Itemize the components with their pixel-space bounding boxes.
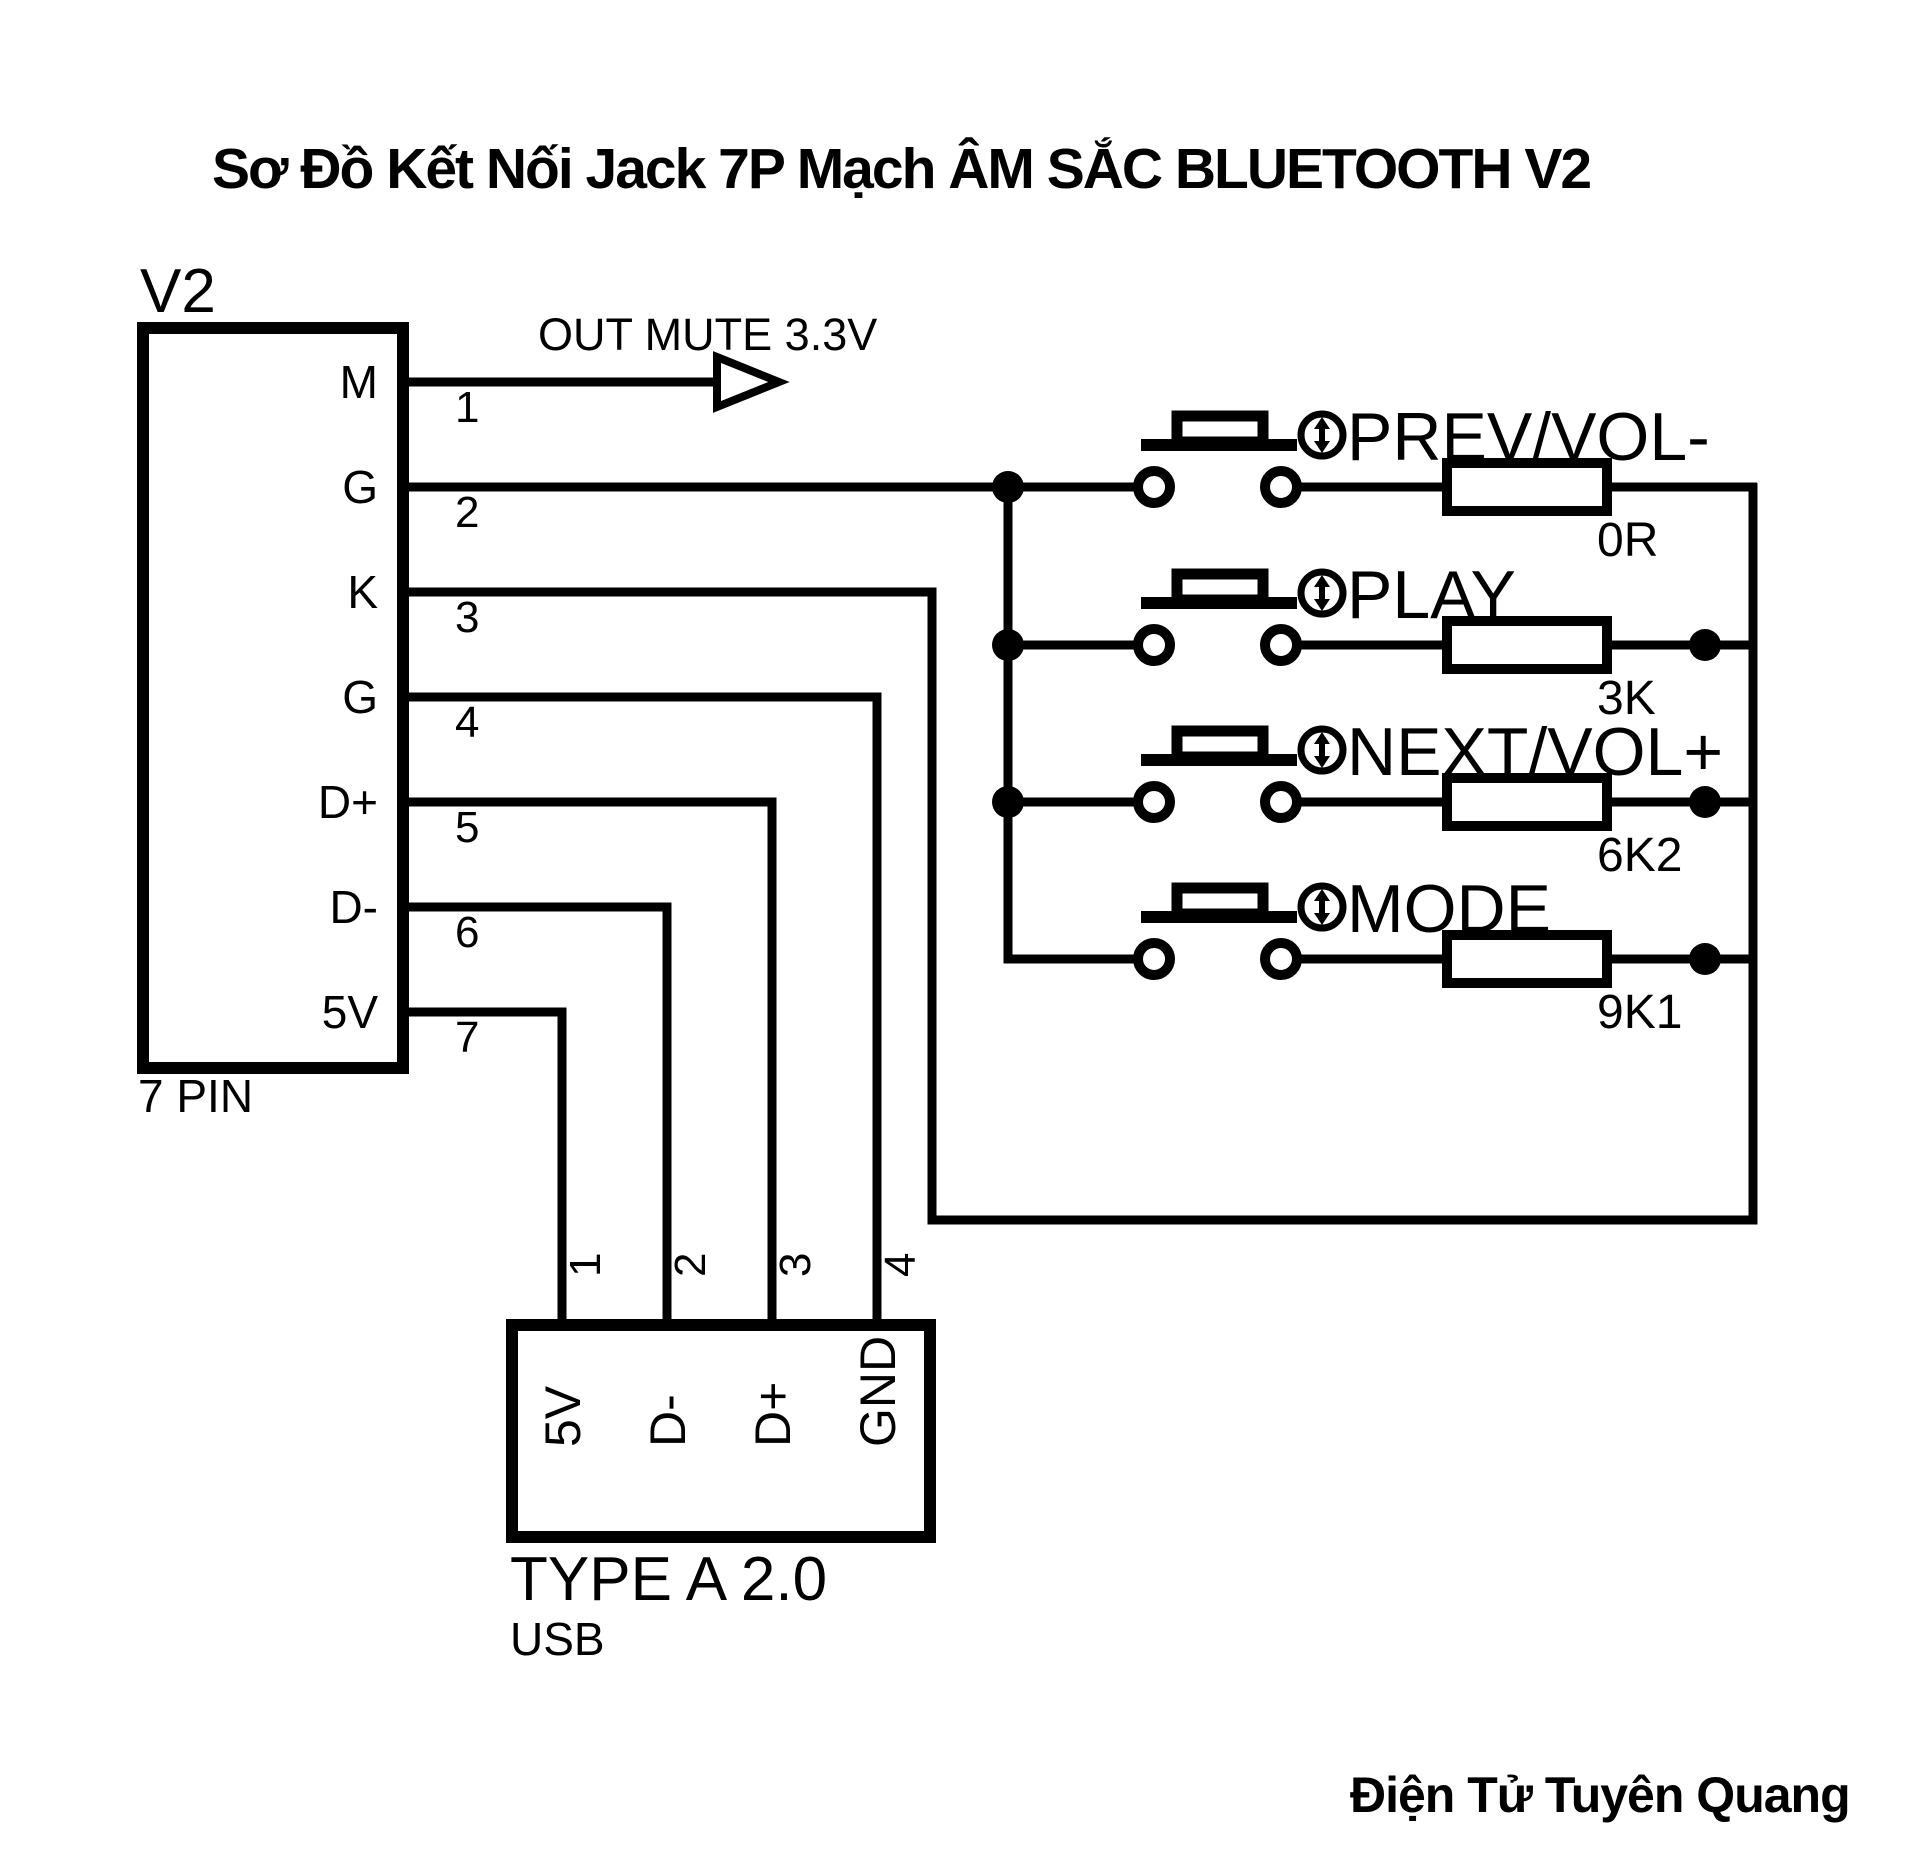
pin-4-name: G bbox=[342, 671, 378, 723]
module-name-label: V2 bbox=[140, 257, 216, 326]
junction-dot bbox=[1689, 943, 1721, 975]
pin-6-number: 6 bbox=[455, 908, 479, 957]
diagram-title: Sơ Đồ Kết Nối Jack 7P Mạch ÂM SẮC BLUETO… bbox=[212, 136, 1590, 201]
usb-pin-number-4: 4 bbox=[876, 1253, 925, 1277]
usb-box bbox=[506, 1319, 936, 1543]
pin-5-name: D+ bbox=[318, 776, 378, 828]
usb-pin-label-gnd: GND bbox=[850, 1336, 906, 1447]
pin-1-number: 1 bbox=[455, 383, 479, 432]
button-terminal-left bbox=[1133, 938, 1175, 980]
button-plunger bbox=[1171, 725, 1269, 763]
button-terminal-right bbox=[1260, 624, 1302, 666]
button-terminal-right bbox=[1260, 781, 1302, 823]
updown-arrow-icon bbox=[1297, 882, 1347, 932]
button-terminal-left bbox=[1133, 624, 1175, 666]
usb-pin-number-1: 1 bbox=[561, 1253, 610, 1277]
key-sense-line bbox=[400, 483, 1758, 1225]
module-pin-count-label: 7 PIN bbox=[138, 1070, 253, 1122]
button-label: MODE bbox=[1347, 871, 1551, 947]
button-label: PREV/VOL- bbox=[1347, 399, 1710, 475]
pin-5-number: 5 bbox=[455, 803, 479, 852]
button-terminal-right bbox=[1260, 938, 1302, 980]
button-plunger bbox=[1171, 882, 1269, 920]
pin-7-number: 7 bbox=[455, 1013, 479, 1062]
button-prev-vol-minus: PREV/VOL- 0R bbox=[1133, 399, 1757, 567]
resistor-value-label: 3K bbox=[1597, 672, 1656, 725]
usb-pin-number-2: 2 bbox=[666, 1253, 715, 1277]
updown-arrow-icon bbox=[1297, 410, 1347, 460]
pin-3-name: K bbox=[347, 566, 378, 618]
dplus-wire bbox=[400, 797, 777, 1331]
button-mode: MODE 9K1 bbox=[1133, 871, 1757, 1039]
button-label: NEXT/VOL+ bbox=[1347, 714, 1723, 790]
button-plunger bbox=[1171, 410, 1269, 448]
pin-1-name: M bbox=[340, 356, 378, 408]
resistor-body bbox=[1442, 616, 1612, 674]
junction-dot bbox=[1689, 786, 1721, 818]
button-label: PLAY bbox=[1347, 557, 1516, 633]
usb-sub-label: USB bbox=[510, 1613, 605, 1665]
mute-label: OUT MUTE 3.3V bbox=[538, 309, 877, 360]
credit-text: Điện Tử Tuyên Quang bbox=[1350, 1767, 1850, 1823]
pin-4-number: 4 bbox=[455, 698, 479, 747]
button-terminal-left bbox=[1133, 466, 1175, 508]
button-play: PLAY 3K bbox=[1133, 557, 1757, 725]
module-box bbox=[137, 322, 409, 1074]
resistor-value-label: 6K2 bbox=[1597, 829, 1682, 882]
button-next-vol-plus: NEXT/VOL+ 6K2 bbox=[1133, 714, 1757, 882]
resistor-value-label: 9K1 bbox=[1597, 986, 1682, 1039]
button-plunger bbox=[1171, 568, 1269, 606]
usb-pin-label-dminus: D- bbox=[640, 1394, 696, 1447]
button-terminal-left bbox=[1133, 781, 1175, 823]
dminus-wire bbox=[400, 902, 672, 1331]
usb-pin-label-5v: 5V bbox=[535, 1385, 591, 1447]
pin-6-name: D- bbox=[329, 881, 378, 933]
gnd-wire bbox=[400, 692, 882, 1331]
junction-dot bbox=[992, 471, 1024, 503]
junction-dot bbox=[1689, 629, 1721, 661]
usb-pin-label-dplus: D+ bbox=[745, 1382, 801, 1447]
usb-type-label: TYPE A 2.0 bbox=[510, 1545, 827, 1614]
pin-7-name: 5V bbox=[322, 986, 379, 1038]
resistor-value-label: 0R bbox=[1597, 514, 1658, 567]
pin-3-number: 3 bbox=[455, 593, 479, 642]
pin-2-name: G bbox=[342, 461, 378, 513]
updown-arrow-icon bbox=[1297, 725, 1347, 775]
usb-pin-number-3: 3 bbox=[771, 1253, 820, 1277]
updown-arrow-icon bbox=[1297, 568, 1347, 618]
button-terminal-right bbox=[1260, 466, 1302, 508]
5v-wire bbox=[400, 1007, 567, 1331]
button-common-bus bbox=[1003, 487, 1139, 964]
arrow-right-icon bbox=[713, 351, 790, 413]
pin-2-number: 2 bbox=[455, 488, 479, 537]
